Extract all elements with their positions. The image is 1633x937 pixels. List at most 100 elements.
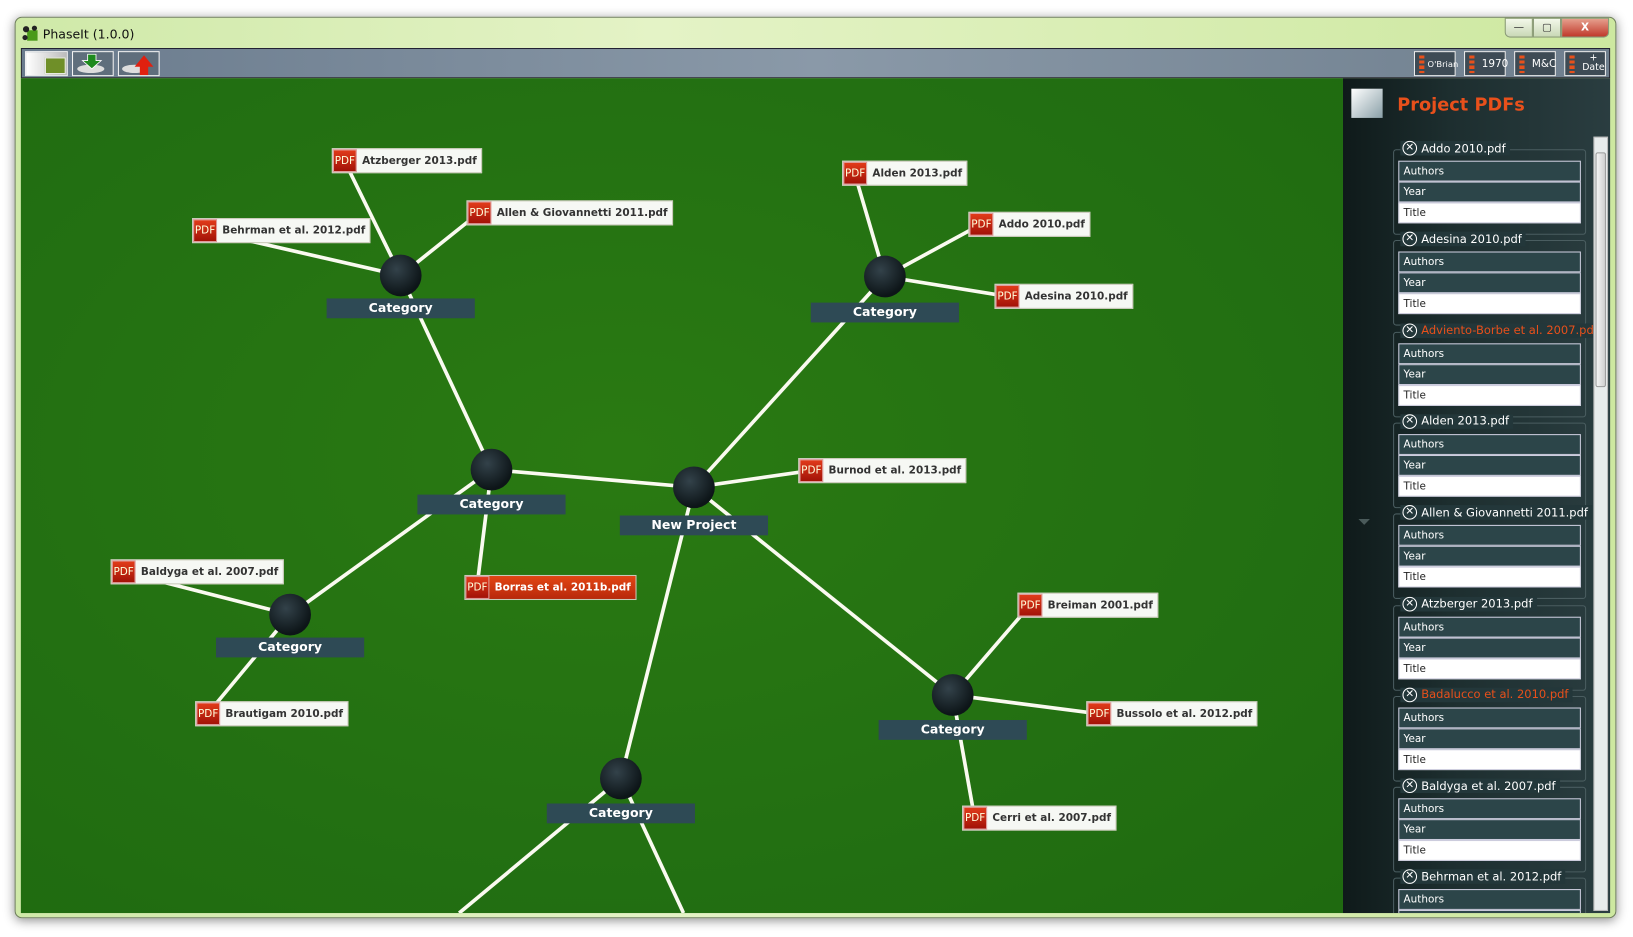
upload-disc-icon — [122, 55, 154, 76]
title-field[interactable]: Title — [1398, 293, 1581, 315]
category-label[interactable]: Category — [326, 298, 475, 319]
graph-edge — [619, 486, 696, 779]
window-title: PhaseIt (1.0.0) — [42, 27, 135, 42]
category-label[interactable]: Category — [810, 302, 959, 323]
remove-pdf-icon[interactable]: ✕ — [1402, 687, 1418, 703]
year-field[interactable]: Year — [1398, 819, 1581, 841]
category-node[interactable] — [379, 254, 422, 297]
minimize-button[interactable]: — — [1504, 17, 1533, 38]
category-label[interactable]: Category — [546, 803, 695, 824]
remove-pdf-icon[interactable]: ✕ — [1402, 869, 1418, 885]
year-field[interactable]: Year — [1398, 728, 1581, 750]
authors-field[interactable]: Authors — [1398, 433, 1581, 455]
year-field[interactable]: Year — [1398, 910, 1581, 914]
pdf-icon: PDF — [799, 459, 824, 483]
project-node[interactable] — [673, 466, 715, 509]
year-field[interactable]: Year — [1398, 181, 1581, 203]
category-node[interactable] — [470, 448, 513, 491]
authors-field[interactable]: Authors — [1398, 342, 1581, 364]
category-label[interactable]: Category — [417, 494, 566, 515]
authors-field[interactable]: Authors — [1398, 525, 1581, 546]
project-node-label[interactable]: New Project — [619, 515, 769, 536]
graph-edge — [289, 468, 493, 617]
pdf-node-label: Adesina 2010.pdf — [1024, 290, 1128, 303]
new-project-button[interactable] — [25, 51, 68, 77]
filter-funnel-icon[interactable]: ⏷ — [1357, 511, 1371, 532]
title-field[interactable]: Title — [1398, 475, 1581, 497]
authors-field[interactable]: Authors — [1398, 798, 1581, 820]
sort-category-button[interactable]: M&C — [1514, 51, 1556, 77]
pdf-icon: PDF — [111, 560, 136, 584]
title-field[interactable]: Title — [1398, 840, 1581, 861]
new-project-icon — [44, 57, 66, 75]
close-button[interactable]: X — [1561, 17, 1610, 38]
pdf-list-scrollbar[interactable] — [1593, 136, 1609, 911]
pdf-node-label: Burnod et al. 2013.pdf — [828, 464, 962, 477]
authors-field[interactable]: Authors — [1398, 889, 1581, 911]
sort-year-button[interactable]: 1970 — [1464, 51, 1508, 77]
authors-field[interactable]: Authors — [1398, 251, 1581, 273]
import-button[interactable] — [72, 51, 114, 77]
pdf-entry-name: Adviento-Borbe et al. 2007.pdf — [1421, 323, 1598, 338]
maximize-button[interactable]: ▢ — [1532, 17, 1562, 38]
category-label[interactable]: Category — [878, 720, 1027, 740]
category-node[interactable] — [269, 593, 311, 636]
category-node[interactable] — [931, 674, 974, 716]
title-field[interactable]: Title — [1398, 202, 1581, 224]
category-node[interactable] — [864, 255, 906, 298]
pdf-node-label: Alden 2013.pdf — [872, 167, 963, 179]
pdf-node-label: Addo 2010.pdf — [998, 218, 1085, 231]
remove-pdf-icon[interactable]: ✕ — [1402, 414, 1418, 429]
pdf-node-label: Breiman 2001.pdf — [1047, 599, 1153, 611]
remove-pdf-icon[interactable]: ✕ — [1402, 231, 1418, 247]
remove-pdf-icon[interactable]: ✕ — [1402, 323, 1418, 338]
remove-pdf-icon[interactable]: ✕ — [1402, 596, 1418, 611]
category-node[interactable] — [600, 757, 642, 800]
authors-field[interactable]: Authors — [1398, 616, 1581, 638]
export-button[interactable] — [117, 51, 160, 77]
title-field[interactable]: Title — [1398, 566, 1581, 588]
title-field[interactable]: Title — [1398, 749, 1581, 770]
remove-pdf-icon[interactable]: ✕ — [1402, 778, 1418, 794]
pdf-entry-name: Atzberger 2013.pdf — [1421, 596, 1533, 611]
authors-field[interactable]: Authors — [1398, 707, 1581, 729]
title-field[interactable]: Title — [1398, 384, 1581, 406]
year-field[interactable]: Year — [1398, 363, 1581, 385]
year-field[interactable]: Year — [1398, 454, 1581, 476]
pdf-entry-name: Badalucco et al. 2010.pdf — [1421, 687, 1569, 702]
title-field[interactable]: Title — [1398, 657, 1581, 679]
pdf-node[interactable]: PDF Alden 2013.pdf — [842, 160, 968, 186]
scrollbar-thumb[interactable] — [1595, 152, 1606, 388]
year-field[interactable]: Year — [1398, 545, 1581, 567]
add-date-button[interactable]: + Date — [1564, 51, 1606, 77]
pdf-entry-name: Addo 2010.pdf — [1421, 141, 1506, 155]
remove-pdf-icon[interactable]: ✕ — [1402, 505, 1418, 520]
year-field[interactable]: Year — [1398, 637, 1581, 658]
pdf-node-label: Behrman et al. 2012.pdf — [222, 224, 366, 237]
authors-field[interactable]: Authors — [1398, 160, 1581, 182]
category-label[interactable]: Category — [216, 637, 365, 658]
pdf-icon: PDF — [843, 161, 868, 185]
year-field[interactable]: Year — [1398, 272, 1581, 294]
sort-author-button[interactable]: O'Brian — [1413, 51, 1458, 77]
remove-pdf-icon[interactable]: ✕ — [1402, 140, 1418, 156]
pdf-node[interactable]: PDF Burnod et al. 2013.pdf — [798, 458, 967, 484]
pdf-node-label: Allen & Giovannetti 2011.pdf — [496, 207, 668, 219]
